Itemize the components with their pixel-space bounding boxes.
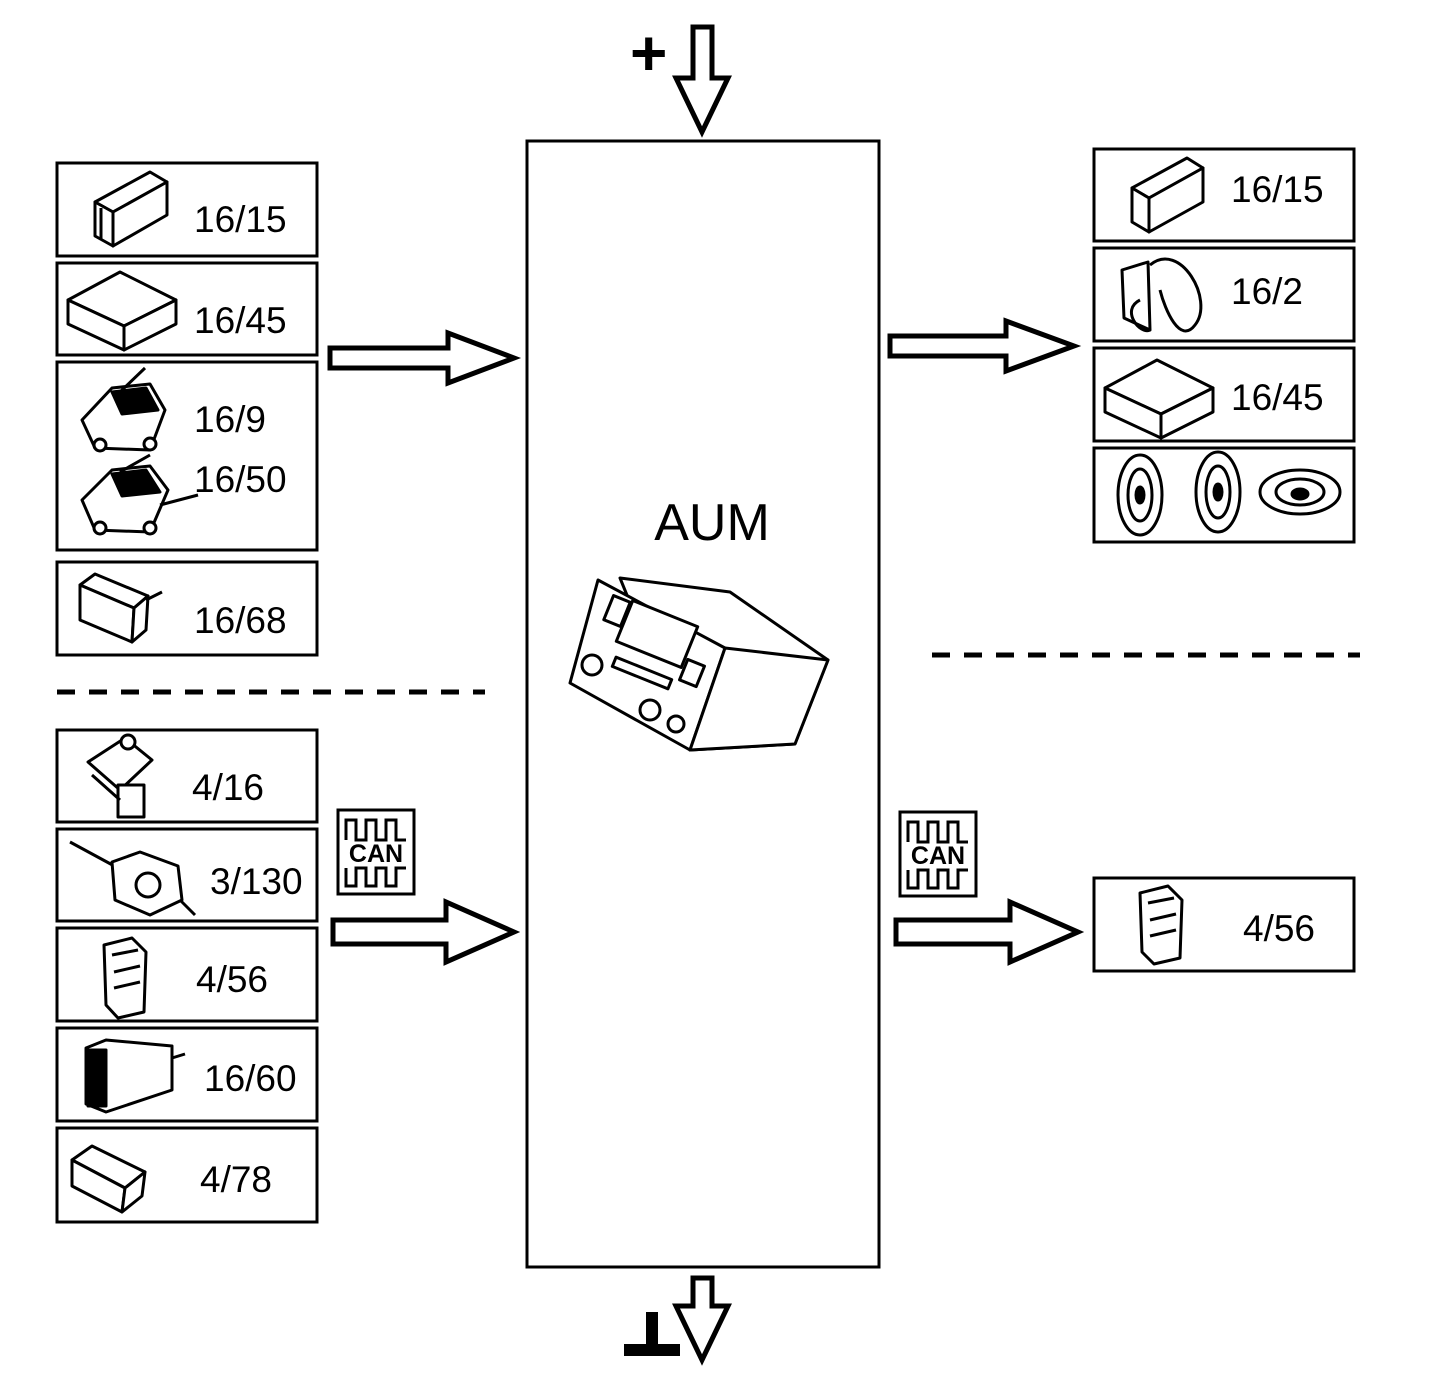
can-label-left: CAN xyxy=(349,840,403,868)
power-input-arrow xyxy=(672,24,732,138)
label-16-60: 16/60 xyxy=(204,1058,297,1099)
label-4-78: 4/78 xyxy=(200,1159,272,1200)
label-3-130: 3/130 xyxy=(210,861,303,902)
ground-symbol xyxy=(624,1312,680,1356)
output-arrow-can xyxy=(893,898,1085,966)
small-module-icon xyxy=(78,572,163,644)
can-label-right: CAN xyxy=(911,842,965,870)
power-symbol: + xyxy=(630,17,667,89)
car-antenna-icon xyxy=(80,453,199,536)
label-16-15-left: 16/15 xyxy=(194,199,287,240)
flat-box-unit-icon xyxy=(66,270,178,352)
label-16-2: 16/2 xyxy=(1231,271,1303,312)
input-box-4-16 xyxy=(55,728,319,824)
remote-key-icon xyxy=(102,936,148,1020)
label-16-45-left: 16/45 xyxy=(194,300,287,341)
control-module-icon xyxy=(86,733,154,819)
speakers-icon xyxy=(1116,450,1342,537)
output-box-4-56-right xyxy=(1092,876,1356,973)
label-16-50: 16/50 xyxy=(194,459,287,500)
connector-module-icon xyxy=(84,1038,186,1114)
label-16-68: 16/68 xyxy=(194,600,287,641)
label-4-16: 4/16 xyxy=(192,767,264,808)
audio-head-unit-icon xyxy=(568,576,830,752)
module-pack-icon xyxy=(1130,156,1205,234)
can-bus-badge-right: CAN xyxy=(898,810,978,898)
aum-label: AUM xyxy=(654,494,770,552)
input-arrow-can xyxy=(330,898,521,966)
headset-cable-icon xyxy=(1120,257,1203,333)
remote-key-icon xyxy=(1138,884,1184,966)
label-16-9: 16/9 xyxy=(194,399,266,440)
input-box-4-56-left xyxy=(55,926,319,1023)
keypad-module-icon xyxy=(70,1144,147,1214)
ground-output-arrow xyxy=(672,1275,732,1366)
module-pack-icon xyxy=(93,170,169,248)
label-4-56-left: 4/56 xyxy=(196,959,268,1000)
label-16-15-right: 16/15 xyxy=(1231,169,1324,210)
left-lower-group xyxy=(55,728,319,1224)
label-16-45-right: 16/45 xyxy=(1231,377,1324,418)
steering-switch-icon xyxy=(69,840,197,917)
can-bus-badge-left: CAN xyxy=(336,808,416,896)
flat-box-unit-icon xyxy=(1103,358,1215,440)
label-4-56-right: 4/56 xyxy=(1243,908,1315,949)
output-arrow-upper xyxy=(887,317,1082,375)
car-antenna-icon xyxy=(80,366,167,453)
input-arrow-upper xyxy=(327,329,522,387)
